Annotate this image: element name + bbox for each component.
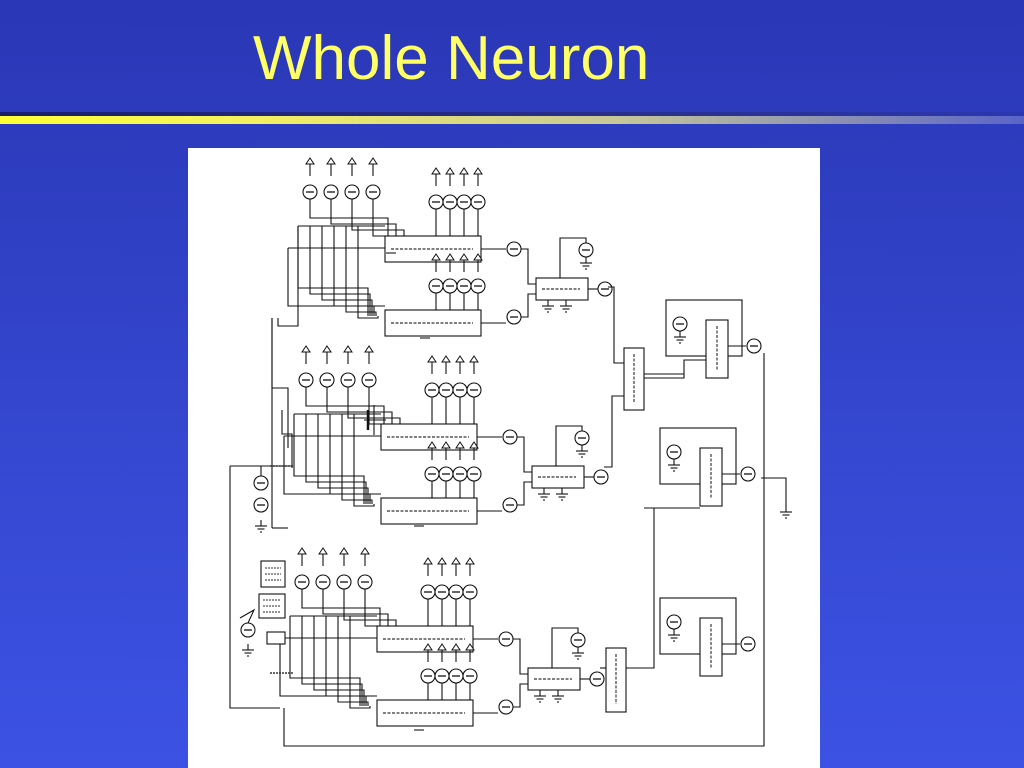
- supply-arrow-icon: [473, 167, 483, 175]
- schematic-wire: [357, 226, 379, 319]
- feedback-loop: [659, 597, 737, 655]
- schematic-wire: [293, 414, 365, 504]
- supply-arrow-icon: [431, 167, 441, 175]
- schematic-wire: [229, 466, 280, 709]
- schematic-wire: [337, 616, 369, 706]
- schematic-wire: [353, 414, 375, 507]
- schematic-wire: [305, 387, 385, 424]
- supply-arrow-icon: [339, 547, 349, 555]
- schematic-wire: [349, 616, 371, 709]
- legend-block: [266, 631, 286, 645]
- schematic-wire: [521, 248, 536, 285]
- feedback-loop: [665, 299, 743, 357]
- title-rule: [0, 116, 1024, 124]
- schematic-wire: [283, 353, 765, 747]
- feedback-loop: [659, 427, 737, 485]
- schematic-wire: [283, 436, 381, 495]
- supply-arrow-icon: [427, 355, 437, 363]
- neuron-schematic: [188, 148, 820, 768]
- supply-arrow-icon: [423, 643, 433, 651]
- schematic-wire: [309, 199, 389, 236]
- supply-arrow-icon: [445, 167, 455, 175]
- schematic-wire: [626, 508, 655, 669]
- supply-arrow-icon: [441, 355, 451, 363]
- schematic-wire: [551, 627, 579, 668]
- supply-arrow-icon: [343, 345, 353, 353]
- schematic-wire: [608, 286, 624, 364]
- supply-arrow-icon: [441, 441, 451, 449]
- supply-arrow-icon: [437, 557, 447, 565]
- schematic-wire: [301, 589, 381, 626]
- schematic-wire: [644, 359, 706, 379]
- schematic-wire: [604, 395, 624, 468]
- schematic-wire: [289, 616, 361, 706]
- supply-arrow-icon: [437, 643, 447, 651]
- supply-arrow-icon: [431, 253, 441, 261]
- schematic-wire: [343, 589, 397, 626]
- schematic-wire: [301, 616, 363, 706]
- supply-arrow-icon: [451, 557, 461, 565]
- schematic-wire: [287, 248, 385, 307]
- supply-arrow-icon: [326, 157, 336, 165]
- schematic-wire: [341, 414, 373, 504]
- supply-arrow-icon: [459, 253, 469, 261]
- supply-arrow-icon: [297, 547, 307, 555]
- schematic-wire: [277, 226, 299, 327]
- supply-arrow-icon: [465, 557, 475, 565]
- schematic-wire: [517, 481, 532, 506]
- supply-arrow-icon: [445, 253, 455, 261]
- schematic-wire: [260, 465, 292, 476]
- schematic-wire: [351, 199, 405, 236]
- schematic-wire: [317, 414, 369, 504]
- supply-arrow-icon: [427, 441, 437, 449]
- supply-arrow-icon: [469, 441, 479, 449]
- supply-arrow-icon: [364, 345, 374, 353]
- supply-arrow-icon: [459, 167, 469, 175]
- supply-arrow-icon: [465, 643, 475, 651]
- schematic-wire: [761, 477, 787, 493]
- schematic-wire: [313, 616, 365, 706]
- schematic-wire: [279, 638, 377, 697]
- schematic-wire: [513, 683, 528, 708]
- supply-arrow-icon: [318, 547, 328, 555]
- schematic-wire: [239, 608, 256, 624]
- multiplier-block: [605, 647, 627, 713]
- supply-arrow-icon: [360, 547, 370, 555]
- supply-arrow-icon: [469, 355, 479, 363]
- supply-arrow-icon: [322, 345, 332, 353]
- schematic-wire: [559, 237, 587, 278]
- supply-arrow-icon: [473, 253, 483, 261]
- schematic-wire: [345, 226, 377, 316]
- supply-arrow-icon: [347, 157, 357, 165]
- schematic-wire: [271, 318, 289, 448]
- supply-arrow-icon: [368, 157, 378, 165]
- slide-title: Whole Neuron: [253, 24, 650, 93]
- schematic-wire: [555, 425, 583, 466]
- schematic-wire: [517, 436, 532, 473]
- supply-arrow-icon: [455, 441, 465, 449]
- schematic-wire: [305, 414, 367, 504]
- schematic-drawing: [229, 157, 792, 747]
- schematic-wire: [321, 226, 373, 316]
- schematic-wire: [521, 293, 536, 318]
- supply-arrow-icon: [451, 643, 461, 651]
- title-rule-shadow: [0, 112, 1024, 116]
- supply-arrow-icon: [423, 557, 433, 565]
- schematic-wire: [513, 638, 528, 675]
- supply-arrow-icon: [301, 345, 311, 353]
- supply-arrow-icon: [305, 157, 315, 165]
- supply-arrow-icon: [455, 355, 465, 363]
- schematic-wire: [281, 410, 293, 468]
- schematic-wire: [309, 226, 371, 316]
